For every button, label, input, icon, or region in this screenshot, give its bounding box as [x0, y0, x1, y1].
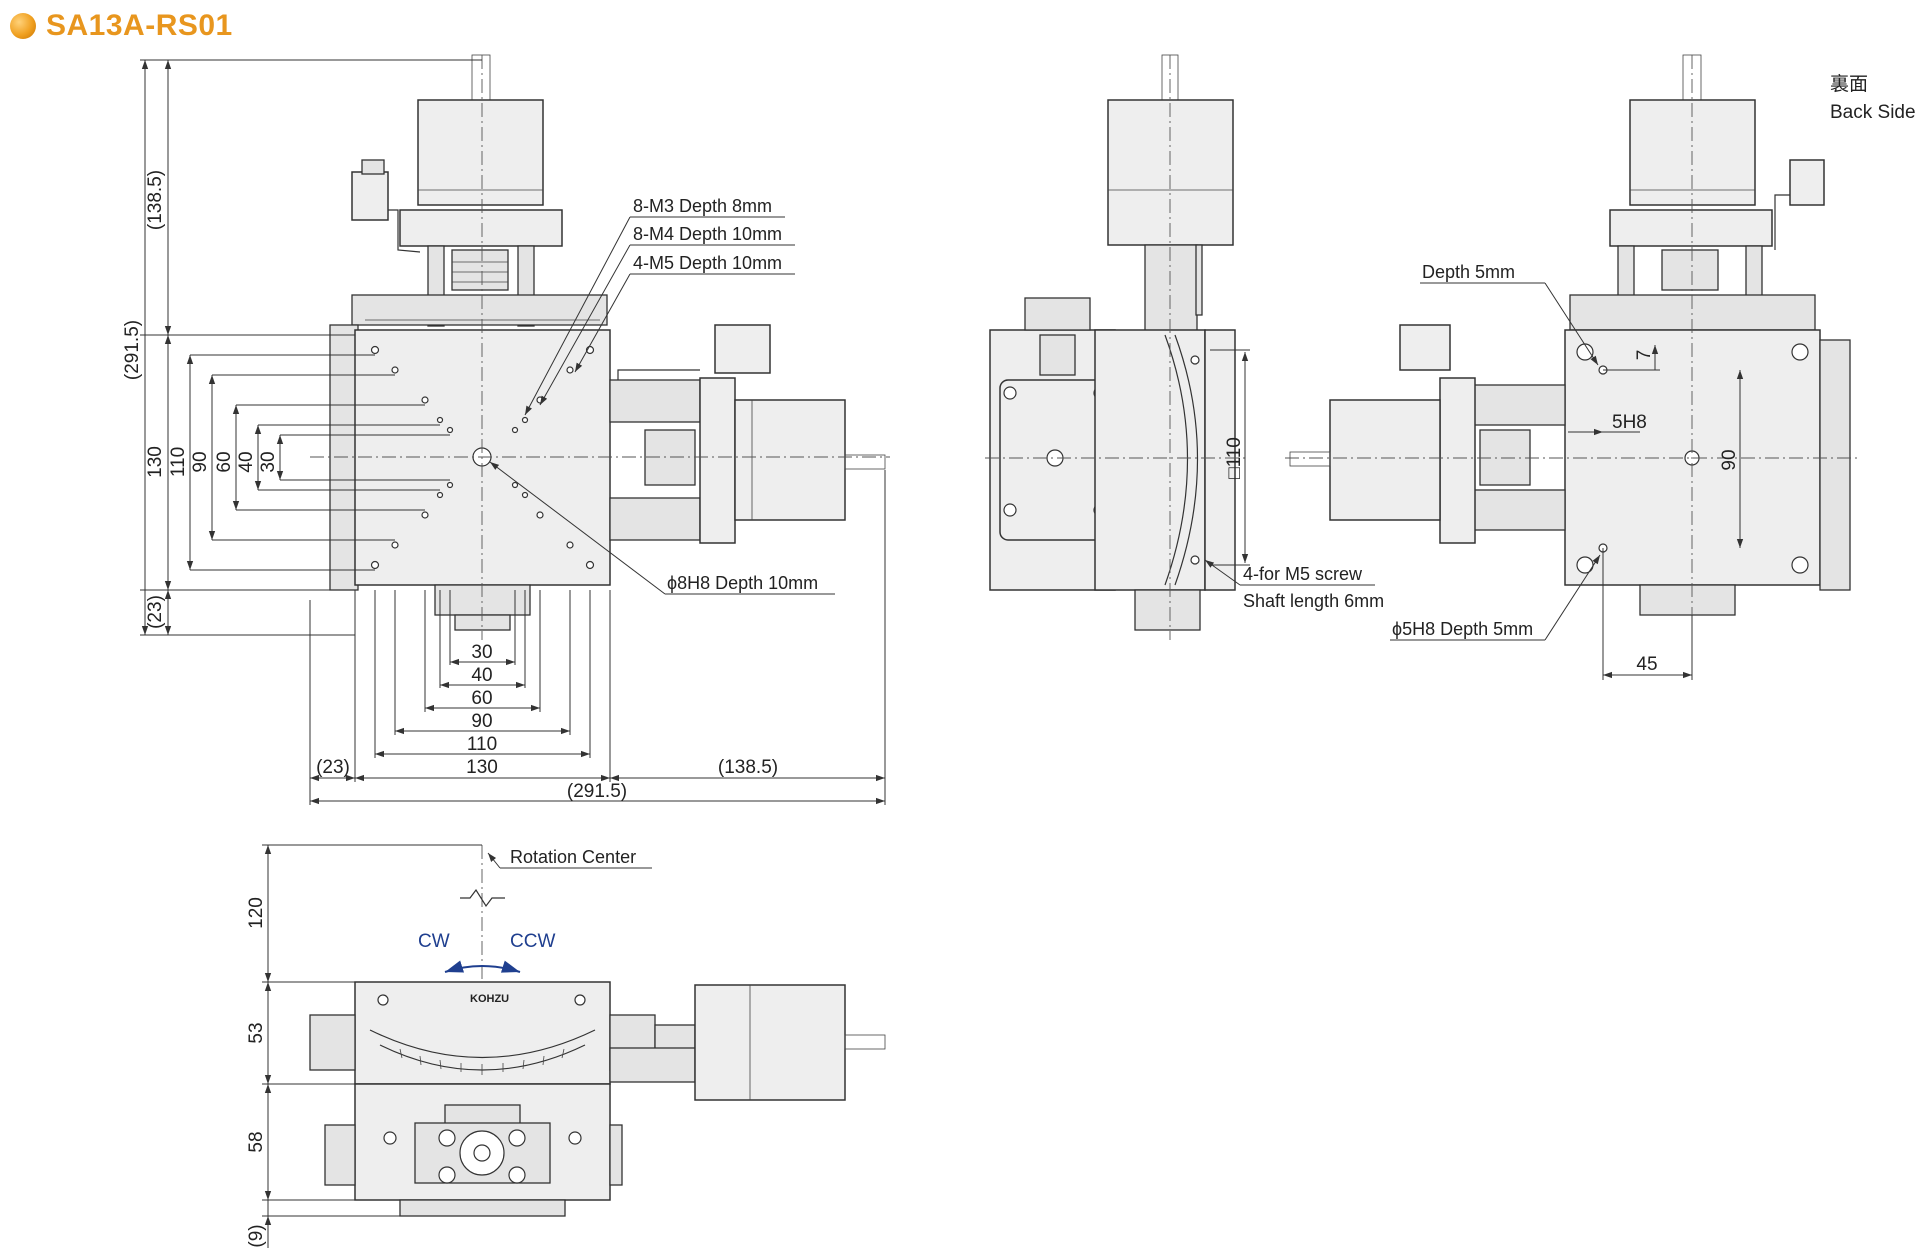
motor-flange	[399, 209, 563, 247]
front-motor	[694, 984, 846, 1101]
dim-front-53: 53	[246, 1022, 267, 1043]
dim-v-23: (23)	[145, 595, 166, 629]
dim-back-45: 45	[1636, 654, 1657, 675]
side-goniometer	[1094, 329, 1206, 591]
dim-back-7: 7	[1634, 350, 1655, 361]
back-label-ja: 裏面	[1830, 73, 1868, 95]
goniometer-stage	[354, 981, 611, 1085]
page-title: SA13A-RS01	[10, 8, 233, 44]
note-m3: 8-M3 Depth 8mm	[633, 196, 772, 216]
brand-label: KOHZU	[470, 993, 509, 1005]
back-label-en: Back Side	[1830, 102, 1916, 123]
side-top-motor	[1107, 99, 1234, 246]
scale-ticks	[399, 1048, 565, 1075]
top-view: (138.5) (291.5) 130 110 90 60 40 30 (23)…	[122, 54, 890, 805]
dim-back-5h8: 5H8	[1612, 412, 1647, 433]
dim-back-90: 90	[1719, 449, 1740, 470]
dim-v-138-5: (138.5)	[145, 170, 166, 230]
dim-v-130: 130	[145, 446, 166, 478]
ccw-label: CCW	[510, 931, 555, 952]
model-title: SA13A-RS01	[46, 9, 233, 42]
dim-square-110: □110	[1224, 437, 1245, 479]
dim-v-40: 40	[236, 451, 257, 472]
dim-front-9: (9)	[246, 1224, 267, 1247]
coupling	[451, 249, 509, 291]
side-view: □110 4-for M5 screw Shaft length 6mm	[985, 54, 1384, 640]
back-view: 裏面 Back Side 7 5H8 90	[1285, 54, 1916, 680]
rotation-arrow	[444, 960, 521, 973]
dim-v-30: 30	[258, 451, 279, 472]
dim-v-291-5: (291.5)	[122, 320, 143, 380]
note-m5-screw: 4-for M5 screw	[1243, 564, 1363, 584]
note-m4: 8-M4 Depth 10mm	[633, 224, 782, 244]
dim-h-110: 110	[467, 734, 497, 755]
dim-v-90: 90	[190, 451, 211, 472]
side-motor	[734, 399, 846, 521]
top-motor	[417, 99, 544, 206]
side-coupling	[644, 429, 696, 486]
dim-h-23: (23)	[316, 757, 350, 778]
dim-h-60: 60	[471, 688, 492, 709]
note-depth-5: Depth 5mm	[1422, 262, 1515, 282]
dim-h-291-5: (291.5)	[567, 781, 627, 802]
cw-label: CW	[418, 931, 450, 952]
mount-holes	[370, 345, 595, 570]
bullet-icon	[10, 13, 36, 39]
note-m5: 4-M5 Depth 10mm	[633, 253, 782, 273]
front-view: Rotation Center CW CCW KOHZU	[246, 844, 886, 1248]
note-5h8-depth: ϕ5H8 Depth 5mm	[1392, 619, 1533, 639]
dim-h-30: 30	[471, 642, 492, 663]
note-center-bore: ϕ8H8 Depth 10mm	[667, 573, 818, 593]
dim-v-110: 110	[168, 447, 189, 477]
dim-front-58: 58	[246, 1131, 267, 1152]
back-top-motor	[1629, 99, 1756, 206]
rotation-center-label: Rotation Center	[510, 847, 636, 867]
dim-h-40: 40	[471, 665, 492, 686]
dim-v-60: 60	[214, 451, 235, 472]
back-side-motor	[1329, 399, 1441, 521]
dim-h-138-5: (138.5)	[718, 757, 778, 778]
dim-front-120: 120	[246, 897, 267, 929]
note-shaft-length: Shaft length 6mm	[1243, 591, 1384, 611]
dim-h-90: 90	[471, 711, 492, 732]
dim-h-130: 130	[466, 757, 498, 778]
